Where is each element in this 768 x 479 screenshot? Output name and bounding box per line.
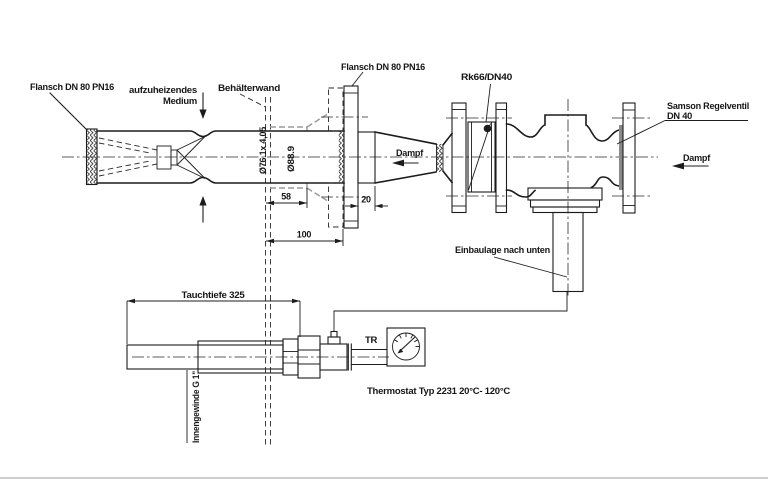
injection-heater xyxy=(85,128,345,186)
thermostat-housing xyxy=(386,327,426,367)
control-valve xyxy=(505,102,653,293)
mid-flange xyxy=(321,85,376,229)
label-thermostat: Thermostat Typ 2231 20°C- 120°C xyxy=(367,386,510,397)
capillary-gland xyxy=(327,336,341,345)
flange-b xyxy=(495,102,508,214)
flange-a xyxy=(451,102,467,214)
label-samson-line2: DN 40 xyxy=(667,111,692,122)
weld-seam xyxy=(338,131,344,183)
dim-58-value: 58 xyxy=(281,192,291,202)
flow-arrow-down-icon xyxy=(199,92,207,119)
counter-flange-bottom xyxy=(328,182,344,228)
outlet-flange xyxy=(622,102,636,214)
dimension-tauchtiefe: Tauchtiefe 325 xyxy=(126,290,301,344)
hidden-sleeve xyxy=(270,113,328,202)
thermostat-assembly xyxy=(126,327,426,443)
dim-pipe-diameter: Ø76.1x 4,05 xyxy=(258,127,268,174)
callouts: Flansch DN 80 PN16 aufzuheizendes Medium… xyxy=(30,62,749,397)
flansch-left-leader xyxy=(49,92,88,131)
injector-nozzle xyxy=(98,136,206,179)
einbaulage-leader xyxy=(493,256,568,278)
label-flansch-mid: Flansch DN 80 PN16 xyxy=(341,62,425,73)
dim-100-value: 100 xyxy=(297,230,312,240)
label-tr: TR xyxy=(365,335,378,346)
samson-leader xyxy=(616,120,666,145)
rk66-body xyxy=(467,121,496,193)
label-behaelterwand: Behälterwand xyxy=(218,83,280,94)
reducer-cone xyxy=(374,131,454,184)
capillary-line xyxy=(333,292,568,331)
label-dampf-left: Dampf xyxy=(396,148,424,159)
flow-arrow-up-icon xyxy=(199,196,207,223)
label-medium-line2: Medium xyxy=(163,96,197,107)
window-bottom-edge xyxy=(0,477,768,479)
dimension-20: 20 xyxy=(345,186,388,211)
weld-seam xyxy=(436,144,443,172)
flange-hub xyxy=(357,131,376,184)
valve-stem xyxy=(552,211,584,293)
label-rk66: Rk66/DN40 xyxy=(461,72,512,83)
dim-sleeve-diameter: Ø88.9 xyxy=(286,146,296,172)
flansch-mid-leader xyxy=(351,71,364,87)
check-valve-rk66 xyxy=(446,102,512,214)
dim-tauchtiefe-label: Tauchtiefe 325 xyxy=(182,290,246,301)
centerlines xyxy=(62,99,658,358)
steam-arrow-left-icon xyxy=(392,159,419,167)
rk66-leader xyxy=(485,83,491,123)
dimension-100: 100 xyxy=(266,229,344,246)
check-valve-flap xyxy=(468,123,491,191)
steam-arrow-right-flow-icon xyxy=(672,162,709,170)
steam-flow-left: Dampf xyxy=(392,148,424,167)
bottom-bonnet xyxy=(527,187,603,293)
dimension-58: 58 xyxy=(266,188,308,208)
label-innengewinde: Innengewinde G 1" xyxy=(191,371,202,443)
heater-end-flange-hatch xyxy=(87,129,97,184)
dim-20-value: 20 xyxy=(361,195,371,205)
label-flansch-left: Flansch DN 80 PN16 xyxy=(30,82,114,93)
medium-flow-arrows xyxy=(199,92,207,223)
flap-pivot xyxy=(483,124,492,133)
label-einbaulage: Einbaulage nach unten xyxy=(455,245,550,256)
thermostat-dial-icon xyxy=(392,332,420,361)
label-medium-line1: aufzuheizendes xyxy=(129,85,197,96)
label-dampf-right: Dampf xyxy=(683,153,711,164)
vessel-wall-leader xyxy=(239,93,266,108)
vessel-wall xyxy=(239,93,271,445)
gasket-face xyxy=(619,125,623,190)
counter-flange-top xyxy=(328,87,344,132)
dial-needle xyxy=(399,336,416,352)
label-samson-line1: Samson Regelventil xyxy=(667,101,749,112)
steam-flow-right: Dampf xyxy=(672,153,711,170)
